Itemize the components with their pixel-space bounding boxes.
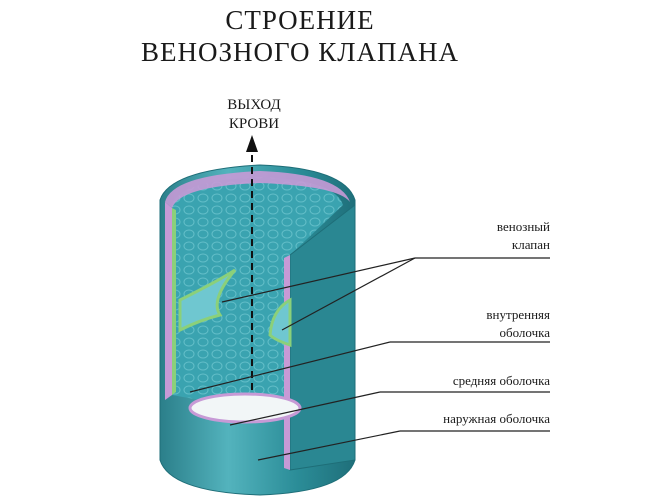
blood-exit-label: ВЫХОД КРОВИ xyxy=(204,96,304,134)
middle-layer-left xyxy=(165,202,172,400)
valve-leaflet-right xyxy=(268,297,292,348)
leader-valve-1 xyxy=(221,257,416,303)
middle-layer-rim xyxy=(165,171,350,208)
valve-leaflet-left xyxy=(178,268,237,333)
label-inner-layer: внутренняя оболочка xyxy=(430,306,550,342)
label-outer-layer: наружная оболочка xyxy=(443,411,550,426)
blood-flow-arrowhead xyxy=(246,135,258,152)
diagram-title-line2: ВЕНОЗНОГО КЛАПАНА xyxy=(140,37,460,67)
label-middle-layer: средняя оболочка xyxy=(452,373,550,388)
label-valve: венозный клапан xyxy=(440,218,550,254)
leader-middle xyxy=(229,391,381,426)
label-inner-line1: внутренняя xyxy=(486,307,550,322)
blood-exit-label-line1: ВЫХОД xyxy=(227,97,281,113)
diagram-title-line1: СТРОЕНИЕ xyxy=(225,5,375,35)
leader-inner xyxy=(189,341,391,393)
label-inner-line2: оболочка xyxy=(499,325,550,340)
leader-lines xyxy=(189,257,550,461)
blood-exit-label-line2: КРОВИ xyxy=(228,116,280,132)
leader-valve-2 xyxy=(281,257,416,331)
inner-lumen-shape xyxy=(172,177,343,404)
inner-layer-left xyxy=(172,208,176,395)
bottom-opening xyxy=(188,392,302,424)
label-valve-line1: венозный xyxy=(496,219,550,234)
label-valve-line2: клапан xyxy=(511,237,550,252)
leader-outer xyxy=(257,430,401,461)
